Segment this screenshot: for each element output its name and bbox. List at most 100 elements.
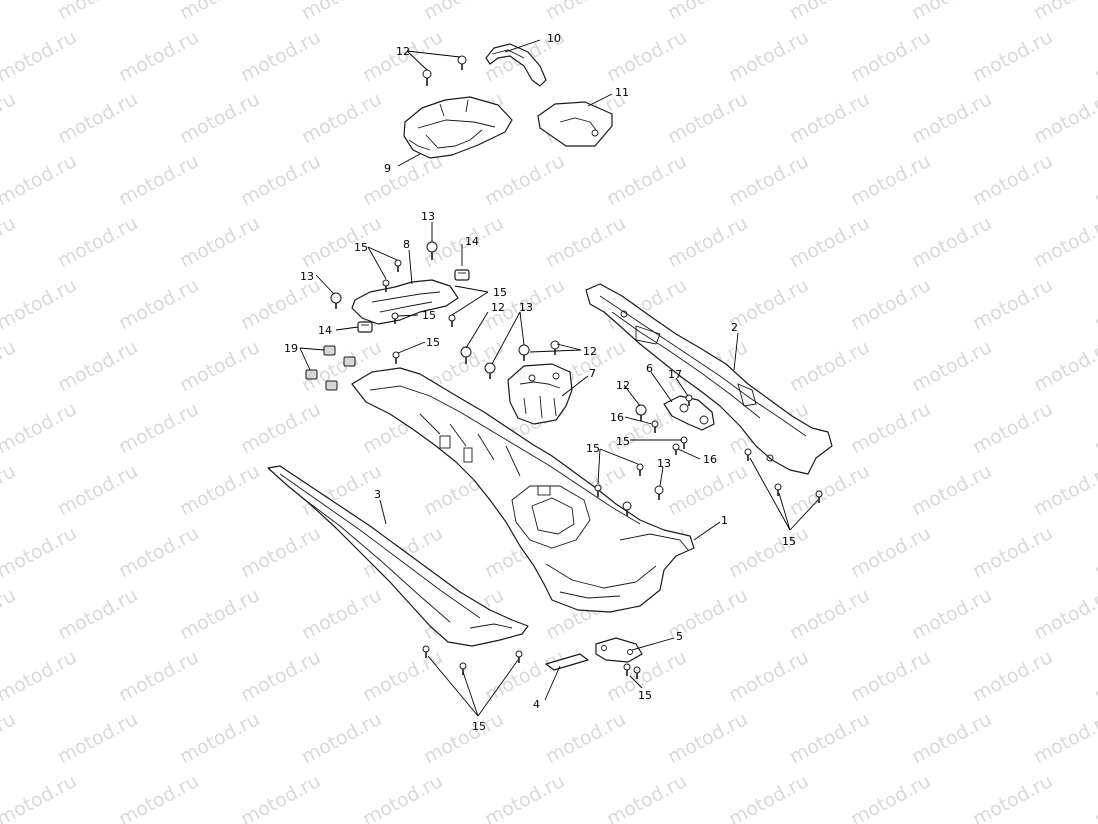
- callout-13: 13: [300, 270, 314, 283]
- screw-15-k: [815, 490, 823, 503]
- watermark-text: motod.ru: [54, 460, 141, 520]
- watermark-text: motod.ru: [847, 522, 934, 582]
- watermark-text: motod.ru: [481, 150, 568, 210]
- screw-15-p: [633, 666, 641, 679]
- watermark-text: motod.ru: [725, 770, 812, 824]
- watermark-text: motod.ru: [359, 150, 446, 210]
- watermark-text: motod.ru: [1030, 460, 1098, 520]
- screw-16-a: [651, 420, 659, 433]
- part-2-right-panel: [585, 283, 833, 475]
- watermark-text: motod.ru: [298, 212, 385, 272]
- watermark-text: motod.ru: [1091, 274, 1098, 334]
- watermark-text: motod.ru: [115, 398, 202, 458]
- watermark-text: motod.ru: [664, 0, 751, 24]
- watermark-text: motod.ru: [237, 398, 324, 458]
- callout-15: 15: [782, 535, 796, 548]
- callout-17: 17: [668, 368, 682, 381]
- callout-15: 15: [422, 309, 436, 322]
- callout-12: 12: [583, 345, 597, 358]
- part-3-left-panel: [267, 465, 529, 647]
- watermark-text: motod.ru: [786, 212, 873, 272]
- callout-13: 13: [421, 210, 435, 223]
- watermark-text: motod.ru: [542, 212, 629, 272]
- watermark-text: motod.ru: [969, 150, 1056, 210]
- watermark-text: motod.ru: [1030, 336, 1098, 396]
- watermark-text: motod.ru: [725, 646, 812, 706]
- screw-12-d: [550, 340, 560, 355]
- watermark-text: motod.ru: [0, 212, 19, 272]
- watermark-text: motod.ru: [603, 26, 690, 86]
- watermark-text: motod.ru: [725, 150, 812, 210]
- watermark-text: motod.ru: [0, 708, 19, 768]
- watermark-text: motod.ru: [0, 584, 19, 644]
- watermark-text: motod.ru: [0, 398, 80, 458]
- watermark-text: motod.ru: [237, 150, 324, 210]
- callout-11: 11: [615, 86, 629, 99]
- watermark-text: motod.ru: [54, 88, 141, 148]
- callout-16: 16: [703, 453, 717, 466]
- watermark-text: motod.ru: [0, 150, 80, 210]
- watermark-text: motod.ru: [115, 274, 202, 334]
- watermark-text: motod.ru: [420, 0, 507, 24]
- watermark-text: motod.ru: [908, 708, 995, 768]
- screw-13-d: [518, 344, 530, 361]
- watermark-text: motod.ru: [0, 522, 80, 582]
- watermark-text: motod.ru: [969, 646, 1056, 706]
- watermark-text: motod.ru: [176, 88, 263, 148]
- screw-15-b: [394, 259, 402, 272]
- part-1-rear-fender: [351, 367, 695, 613]
- watermark-text: motod.ru: [725, 522, 812, 582]
- watermark-text: motod.ru: [908, 0, 995, 24]
- callout-15: 15: [638, 689, 652, 702]
- watermark-text: motod.ru: [237, 770, 324, 824]
- screw-15-g: [636, 463, 644, 476]
- screw-17: [685, 394, 693, 406]
- callout-19: 19: [284, 342, 298, 355]
- watermark-text: motod.ru: [847, 770, 934, 824]
- callout-12: 12: [491, 301, 505, 314]
- part-14-clip-b: [357, 321, 373, 333]
- watermark-text: motod.ru: [115, 770, 202, 824]
- watermark-text: motod.ru: [664, 460, 751, 520]
- watermark-text: motod.ru: [115, 150, 202, 210]
- screw-13-c: [484, 362, 496, 379]
- callout-13: 13: [519, 301, 533, 314]
- watermark-text: motod.ru: [1091, 646, 1098, 706]
- callout-16: 16: [610, 411, 624, 424]
- watermark-text: motod.ru: [1030, 584, 1098, 644]
- watermark-text: motod.ru: [725, 26, 812, 86]
- watermark-text: motod.ru: [237, 274, 324, 334]
- part-7-hinge: [507, 363, 573, 425]
- callout-8: 8: [403, 238, 410, 251]
- callout-15: 15: [493, 286, 507, 299]
- screw-12-c: [460, 346, 472, 364]
- screw-15-c: [448, 314, 456, 327]
- watermark-text: motod.ru: [969, 274, 1056, 334]
- watermark-text: motod.ru: [237, 646, 324, 706]
- watermark-text: motod.ru: [786, 708, 873, 768]
- watermark-text: motod.ru: [847, 274, 934, 334]
- callout-9: 9: [384, 162, 391, 175]
- screw-13-b: [330, 292, 342, 309]
- part-14-clip-a: [454, 269, 470, 281]
- watermark-text: motod.ru: [1091, 522, 1098, 582]
- screw-12-b: [457, 55, 467, 70]
- watermark-text: motod.ru: [1030, 212, 1098, 272]
- screw-15-j: [774, 483, 782, 496]
- callout-13: 13: [657, 457, 671, 470]
- screw-15-o: [623, 663, 631, 676]
- watermark-text: motod.ru: [1091, 150, 1098, 210]
- callout-15: 15: [586, 442, 600, 455]
- watermark-text: motod.ru: [969, 398, 1056, 458]
- part-8-bracket: [351, 279, 459, 325]
- watermark-text: motod.ru: [1091, 26, 1098, 86]
- watermark-text: motod.ru: [1030, 88, 1098, 148]
- watermark-text: motod.ru: [54, 708, 141, 768]
- part-9-tray: [403, 96, 513, 159]
- watermark-text: motod.ru: [664, 88, 751, 148]
- watermark-text: motod.ru: [176, 336, 263, 396]
- watermark-text: motod.ru: [603, 150, 690, 210]
- watermark-text: motod.ru: [786, 584, 873, 644]
- watermark-text: motod.ru: [298, 708, 385, 768]
